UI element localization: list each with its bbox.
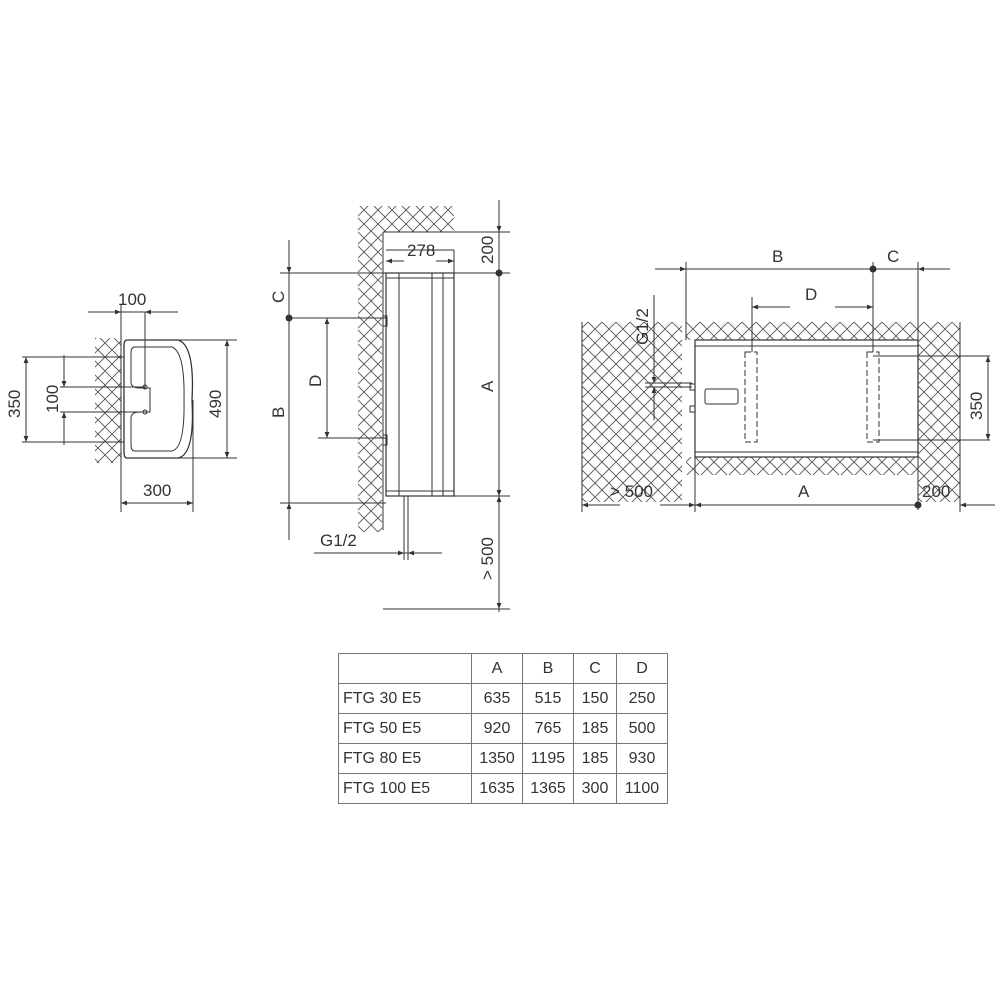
h-label-c: C [887,247,899,266]
value-c: 150 [573,683,617,714]
width-dim-278: 278 [407,241,435,260]
h-label-b: B [772,247,783,266]
bottom-clearance-500: > 500 [478,537,497,580]
model-name: FTG 30 E5 [338,683,472,714]
header-c: C [573,653,617,684]
right-dim-490: 490 [206,390,225,418]
dimensions-table: A B C D FTG 30 E5 635 515 150 250 FTG 50… [338,653,668,804]
table-row: FTG 50 E5 920 765 185 500 [338,713,668,744]
header-empty [338,653,472,684]
label-d: D [306,375,325,387]
top-view [22,305,237,512]
left-dim-100: 100 [43,385,62,413]
header-b: B [522,653,574,684]
table-row: FTG 30 E5 635 515 150 250 [338,683,668,714]
model-name: FTG 100 E5 [338,773,472,804]
side-view [280,200,510,612]
h-right-clearance-200: 200 [922,482,950,501]
label-c: C [269,291,288,303]
value-c: 185 [573,743,617,774]
value-b: 1195 [522,743,574,774]
label-b: B [269,407,288,418]
value-a: 920 [471,713,523,744]
h-label-a: A [798,482,810,501]
value-d: 930 [616,743,668,774]
model-name: FTG 80 E5 [338,743,472,774]
value-d: 500 [616,713,668,744]
header-a: A [471,653,523,684]
table-header-row: A B C D [338,653,668,684]
h-pipe-g12: G1/2 [633,308,652,345]
value-b: 765 [522,713,574,744]
model-name: FTG 50 E5 [338,713,472,744]
value-a: 1635 [471,773,523,804]
top-dim-100: 100 [118,290,146,309]
label-a: A [478,380,497,392]
pipe-g12: G1/2 [320,531,357,550]
horizontal-view [581,262,995,512]
header-d: D [616,653,668,684]
value-c: 300 [573,773,617,804]
value-b: 515 [522,683,574,714]
value-b: 1365 [522,773,574,804]
bottom-dim-300: 300 [143,481,171,500]
value-d: 1100 [616,773,668,804]
h-bracket-350: 350 [967,392,986,420]
top-clearance-200: 200 [478,236,497,264]
table-row: FTG 80 E5 1350 1195 185 930 [338,743,668,774]
value-a: 1350 [471,743,523,774]
value-d: 250 [616,683,668,714]
table-row: FTG 100 E5 1635 1365 300 1100 [338,773,668,804]
h-left-clearance-500: > 500 [610,482,653,501]
value-c: 185 [573,713,617,744]
h-label-d: D [805,285,817,304]
value-a: 635 [471,683,523,714]
left-dim-350: 350 [5,390,24,418]
